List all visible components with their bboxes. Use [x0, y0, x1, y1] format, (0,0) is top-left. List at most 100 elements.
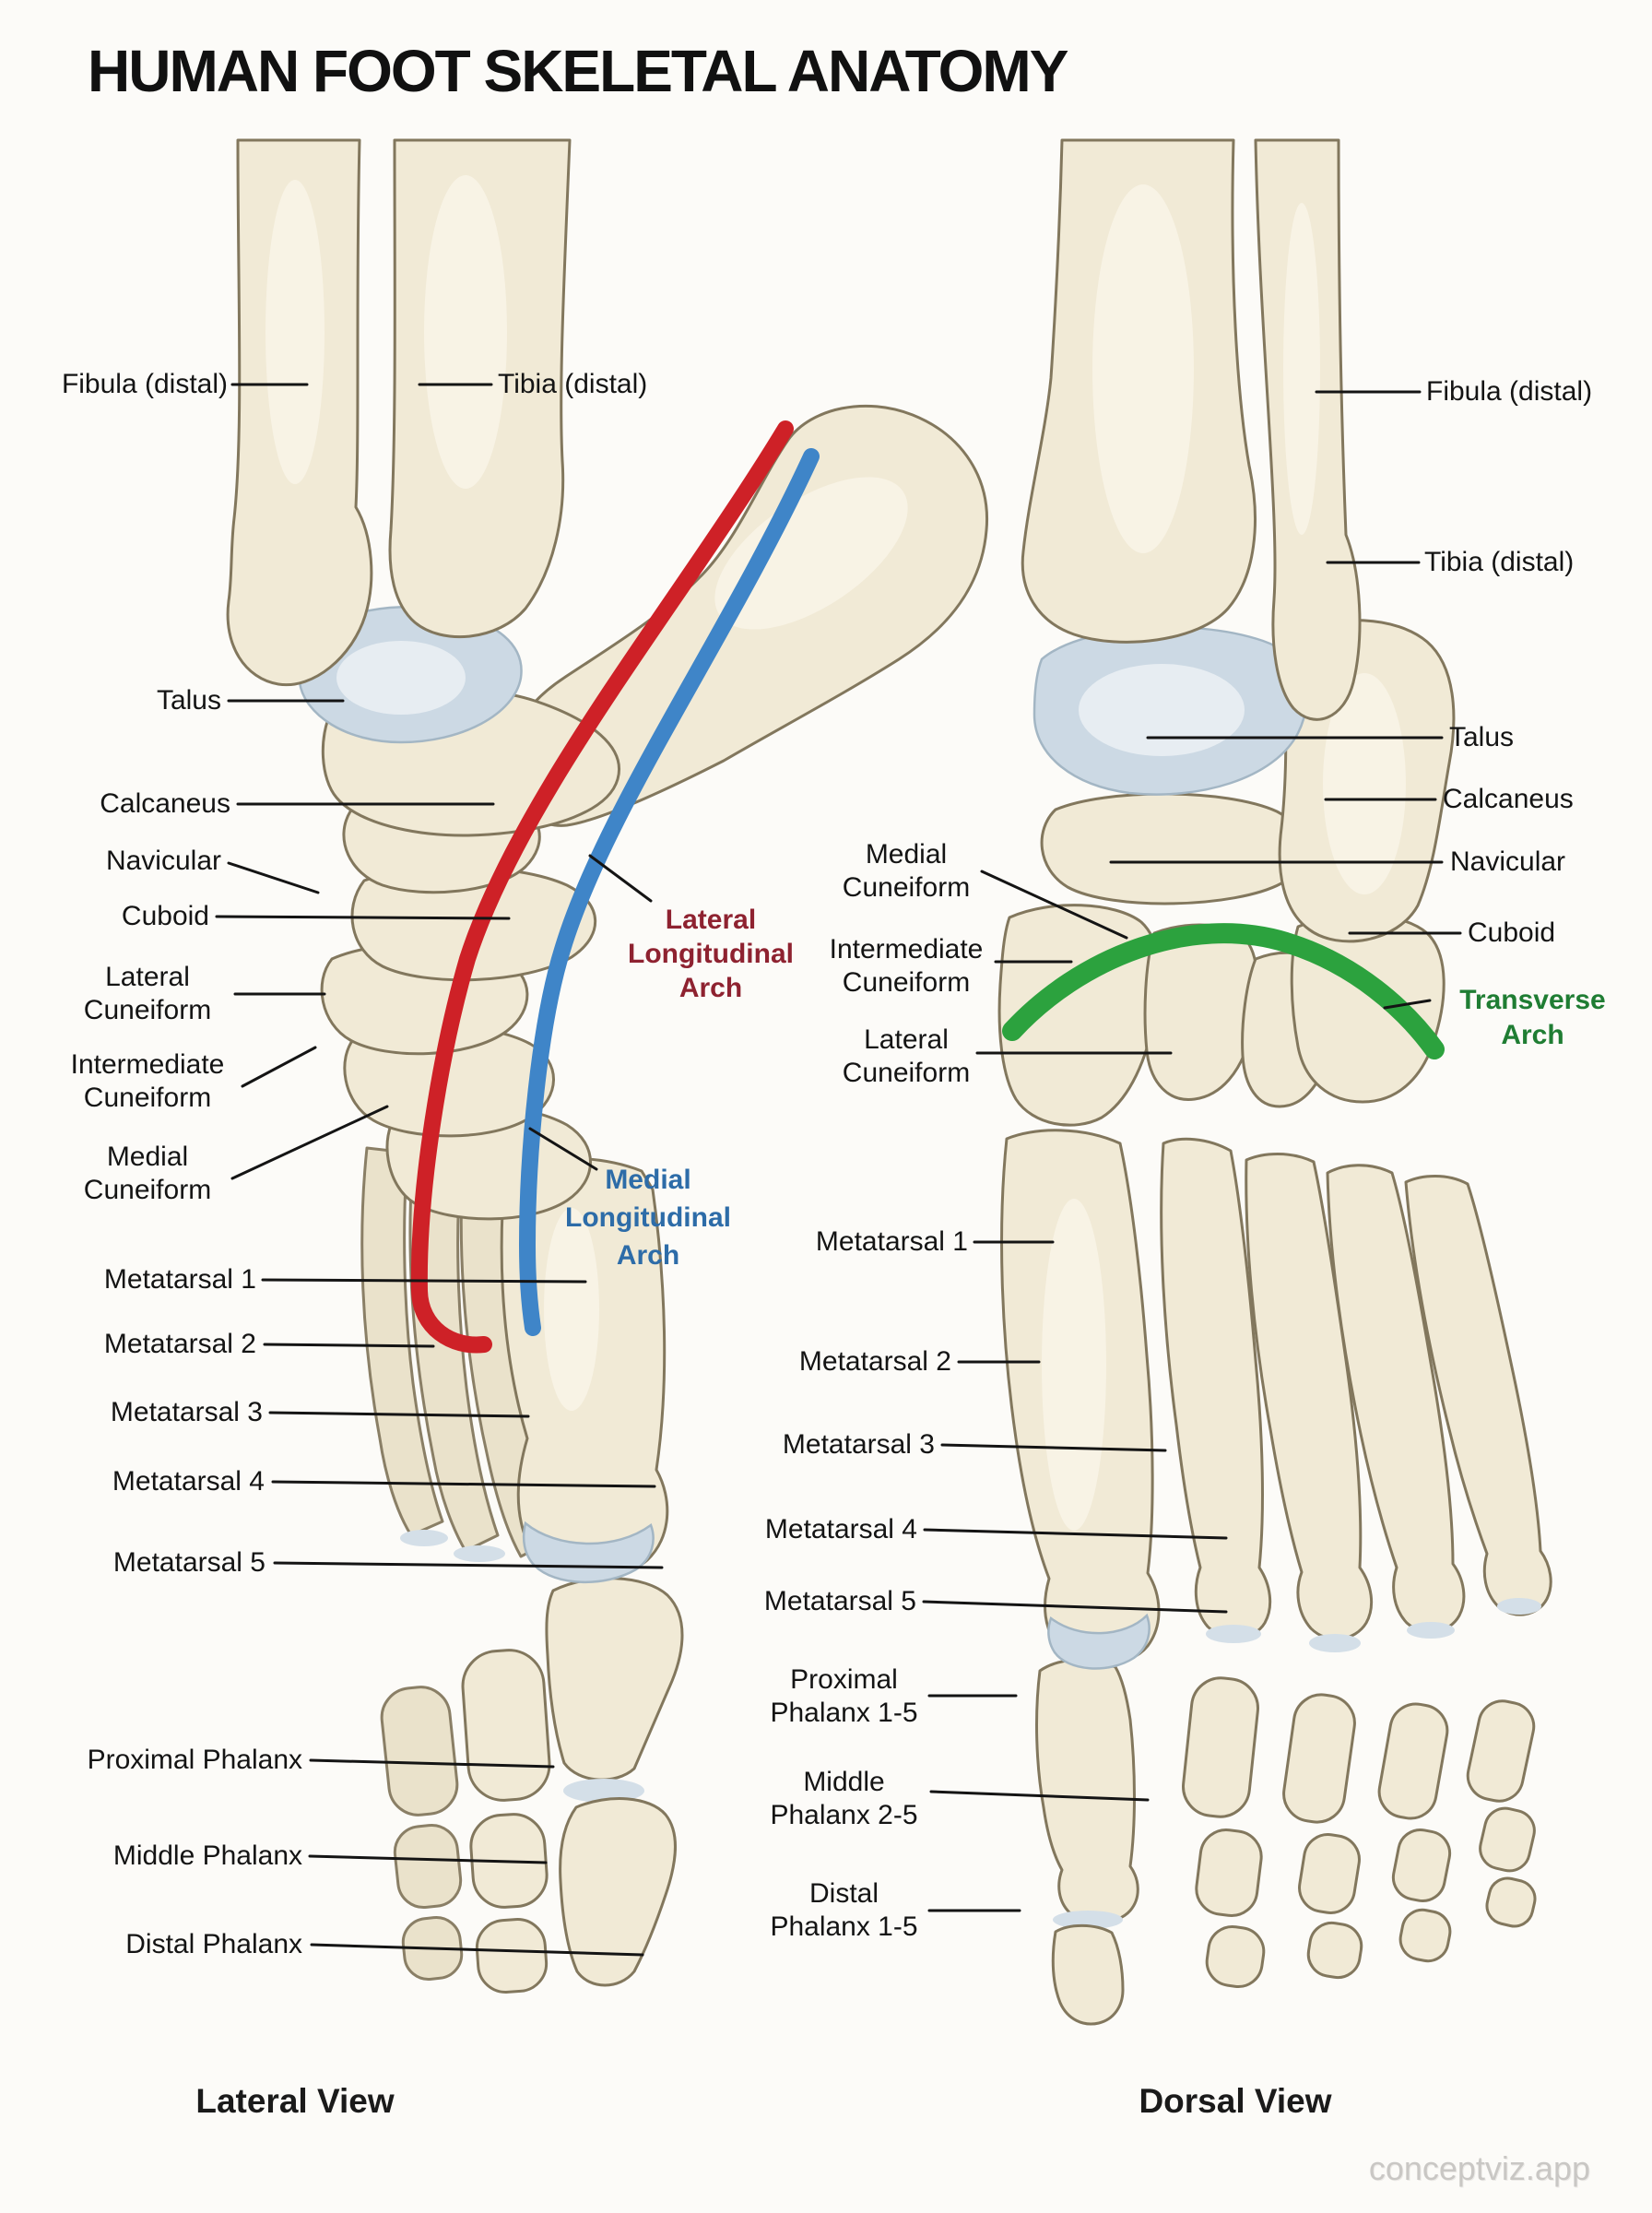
label-dorsal-tibia: Tibia (distal) — [1424, 547, 1575, 577]
dorsal-toe2-proximal-phalanx — [1182, 1676, 1259, 1818]
dorsal-metatarsal-3-bone — [1245, 1153, 1374, 1640]
label-lateral-calcaneus: Calcaneus — [100, 788, 230, 819]
leader-lateral-metatarsal-1 — [261, 1278, 587, 1284]
lateral-calcaneus-highlight — [714, 477, 908, 630]
dorsal-toe1-distal-phalanx — [1051, 1923, 1125, 2026]
dorsal-toe5-middle-phalanx — [1479, 1806, 1536, 1873]
dorsal-view-skeleton — [997, 138, 1552, 2026]
label-dorsal-proximal-phalanx: Proximal Phalanx 1-5 — [770, 1664, 918, 1728]
label-dorsal-cuboid: Cuboid — [1468, 917, 1556, 948]
dorsal-toe1-joint-cartilage — [1053, 1911, 1123, 1929]
lateral-lesser-toe2-proximal-phalanx — [380, 1686, 459, 1817]
leader-dorsal-metatarsal-4 — [923, 1528, 1228, 1540]
dorsal-mtp5-cartilage — [1497, 1598, 1541, 1615]
label-lateral-middle-phalanx: Middle Phalanx — [112, 1840, 302, 1871]
leader-lateral-navicular — [227, 861, 320, 894]
lateral-talus-cartilage-highlight — [336, 641, 466, 715]
label-dorsal-calcaneus: Calcaneus — [1443, 784, 1574, 814]
lateral-tibia-highlight — [424, 175, 507, 489]
medial-longitudinal-arch-curve — [518, 448, 820, 1336]
label-dorsal-lateral-cuneiform: Lateral Cuneiform — [842, 1024, 971, 1088]
label-dorsal-metatarsal-3: Metatarsal 3 — [782, 1429, 935, 1460]
page-title: HUMAN FOOT SKELETAL ANATOMY — [88, 38, 1068, 104]
dorsal-toe3-middle-phalanx — [1298, 1833, 1361, 1914]
label-lateral-distal-phalanx: Distal Phalanx — [125, 1929, 302, 1959]
leader-lateral-medial-cuneiform — [230, 1105, 389, 1180]
leader-lateral-distal-phalanx — [310, 1943, 644, 1957]
leader-dorsal-medial-cuneiform — [980, 870, 1128, 940]
label-lateral-cuboid: Cuboid — [121, 901, 209, 931]
dorsal-tibia-highlight — [1092, 184, 1194, 553]
dorsal-toe5-distal-phalanx — [1485, 1876, 1537, 1928]
dorsal-metatarsal-5-bone — [1404, 1175, 1552, 1616]
dorsal-toe3-distal-phalanx — [1306, 1921, 1363, 1980]
label-transverse-arch: Transverse Arch — [1459, 985, 1606, 1050]
dorsal-mtp3-cartilage — [1309, 1634, 1361, 1652]
label-lateral-intermediate-cuneiform: Intermediate Cuneiform — [70, 1049, 225, 1113]
dorsal-metatarsal-4-bone — [1326, 1164, 1466, 1634]
lateral-mt1-highlight — [544, 1208, 599, 1411]
dorsal-mt1-highlight — [1042, 1199, 1106, 1531]
label-dorsal-metatarsal-5: Metatarsal 5 — [763, 1586, 916, 1616]
dorsal-metatarsal-2-bone — [1160, 1137, 1272, 1639]
label-lateral-metatarsal-4: Metatarsal 4 — [112, 1466, 265, 1497]
leader-dorsal-middle-phalanx — [929, 1790, 1150, 1802]
lateral-fibula-highlight — [266, 180, 324, 484]
label-lateral-tibia: Tibia (distal) — [498, 369, 648, 399]
dorsal-calcaneus-highlight — [1323, 673, 1406, 894]
label-lateral-lateral-cuneiform: Lateral Cuneiform — [83, 962, 212, 1025]
label-lateral-proximal-phalanx: Proximal Phalanx — [87, 1745, 302, 1775]
leader-lateral-cuboid — [215, 915, 511, 920]
leader-lines — [215, 383, 1462, 1957]
dorsal-toe2-middle-phalanx — [1195, 1828, 1263, 1917]
lateral-big-toe-distal-phalanx — [559, 1797, 677, 1987]
dorsal-talus-cartilage-highlight — [1079, 664, 1245, 756]
dorsal-fibula-highlight — [1283, 203, 1320, 535]
leader-lateral-intermediate-cuneiform — [241, 1046, 317, 1088]
lateral-lesser-toe1-distal-phalanx — [475, 1918, 549, 1994]
label-lateral-metatarsal-1: Metatarsal 1 — [103, 1264, 256, 1295]
dorsal-toe1-proximal-phalanx — [1035, 1658, 1139, 1924]
lateral-view-caption: Lateral View — [195, 2082, 395, 2120]
leader-lateral-metatarsal-4 — [271, 1480, 656, 1488]
lateral-lesser-toe2-middle-phalanx — [393, 1823, 463, 1910]
label-dorsal-metatarsal-4: Metatarsal 4 — [764, 1514, 917, 1544]
label-lateral-navicular: Navicular — [105, 846, 221, 876]
label-dorsal-intermediate-cuneiform: Intermediate Cuneiform — [829, 934, 984, 998]
dorsal-toe4-middle-phalanx — [1391, 1828, 1452, 1903]
dorsal-mtp4-cartilage — [1407, 1622, 1455, 1639]
label-lateral-medial-cuneiform: Medial Cuneiform — [83, 1142, 212, 1205]
lateral-mtp-cartilage-a — [400, 1530, 448, 1546]
label-medial-longitudinal-arch: Medial Longitudinal Arch — [565, 1165, 731, 1271]
label-lateral-metatarsal-3: Metatarsal 3 — [110, 1397, 263, 1427]
label-dorsal-distal-phalanx: Distal Phalanx 1-5 — [770, 1878, 918, 1942]
leader-dorsal-metatarsal-3 — [940, 1443, 1167, 1452]
leader-lateral-metatarsal-3 — [268, 1411, 530, 1418]
label-lateral-metatarsal-2: Metatarsal 2 — [103, 1329, 256, 1359]
label-dorsal-metatarsal-2: Metatarsal 2 — [798, 1346, 951, 1377]
dorsal-mtp2-cartilage — [1206, 1625, 1261, 1643]
leader-dorsal-metatarsal-5 — [922, 1600, 1228, 1614]
lateral-longitudinal-arch-curve — [410, 420, 794, 1354]
label-lateral-talus: Talus — [156, 685, 221, 716]
lateral-mtp-cartilage-b — [454, 1545, 505, 1562]
leader-lateral-proximal-phalanx — [309, 1758, 555, 1769]
label-dorsal-middle-phalanx: Middle Phalanx 2-5 — [770, 1767, 918, 1830]
label-lateral-fibula: Fibula (distal) — [61, 369, 228, 399]
label-dorsal-fibula: Fibula (distal) — [1426, 376, 1593, 407]
lateral-lesser-toe1-proximal-phalanx — [461, 1649, 551, 1802]
label-dorsal-medial-cuneiform: Medial Cuneiform — [842, 839, 971, 903]
dorsal-toe4-distal-phalanx — [1398, 1908, 1452, 1963]
dorsal-toe5-proximal-phalanx — [1466, 1699, 1536, 1803]
lateral-metatarsal-5-bone — [360, 1146, 444, 1537]
leader-lateral-metatarsal-2 — [263, 1343, 435, 1348]
leader-lateral-metatarsal-5 — [273, 1561, 664, 1569]
label-dorsal-navicular: Navicular — [1450, 846, 1566, 877]
leader-lateral-longitudinal-arch — [588, 854, 653, 903]
dorsal-toe3-proximal-phalanx — [1282, 1693, 1356, 1824]
label-lateral-longitudinal-arch: Lateral Longitudinal Arch — [628, 905, 794, 1003]
dorsal-toe2-distal-phalanx — [1205, 1925, 1266, 1988]
leader-lateral-middle-phalanx — [308, 1854, 548, 1864]
dorsal-toe4-proximal-phalanx — [1377, 1702, 1449, 1820]
